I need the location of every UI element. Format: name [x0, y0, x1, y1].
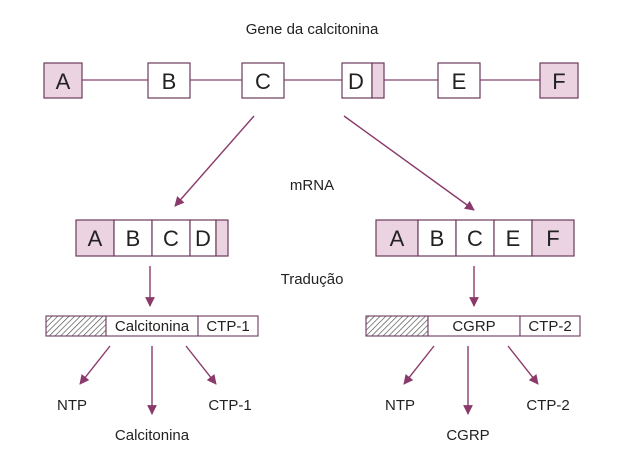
- mrna-left-exon-b: B: [126, 226, 141, 251]
- cleavage-arrow-right-ntp: [403, 345, 435, 385]
- gene-exon-a: A: [43, 62, 83, 99]
- gene-exon-c: C: [241, 62, 285, 99]
- mrna-right-exon-f: F: [546, 226, 559, 251]
- splice-arrow-right: [343, 115, 475, 211]
- gene-exon-c-label: C: [255, 69, 271, 94]
- product-left-calcitonina: Calcitonina: [115, 427, 190, 444]
- translation-label: Tradução: [281, 271, 344, 288]
- gene-exon-d-label: D: [348, 69, 364, 94]
- gene-exon-b: B: [147, 62, 191, 99]
- mrna-right-exon-b: B: [430, 226, 445, 251]
- product-left-ctp1: CTP-1: [208, 397, 251, 414]
- precursor-left-ctp1: CTP-1: [206, 318, 249, 335]
- gene-exon-b-label: B: [162, 69, 177, 94]
- precursor-left-calcitonina: Calcitonina: [115, 318, 190, 335]
- cleavage-arrow-left-ctp1: [185, 345, 217, 385]
- gene-title: Gene da calcitonina: [246, 21, 379, 38]
- splice-arrow-left: [174, 115, 255, 207]
- mrna-left-exon-a: A: [88, 226, 103, 251]
- mrna-right-exon-e: E: [506, 226, 521, 251]
- product-left-ntp: NTP: [57, 397, 87, 414]
- mrna-left-exon-c: C: [163, 226, 179, 251]
- mrna-left-exon-d: D: [195, 226, 211, 251]
- gene-exon-d: D: [341, 62, 385, 99]
- precursor-protein-left: Calcitonina CTP-1: [45, 315, 259, 337]
- product-right-ntp: NTP: [385, 397, 415, 414]
- gene-exon-e-label: E: [452, 69, 467, 94]
- gene-exon-f: F: [539, 62, 579, 99]
- product-right-cgrp: CGRP: [446, 427, 489, 444]
- cleavage-arrow-right-ctp2: [507, 345, 539, 385]
- product-right-ctp2: CTP-2: [526, 397, 569, 414]
- mrna-right-exon-a: A: [390, 226, 405, 251]
- gene-exon-a-label: A: [56, 69, 71, 94]
- precursor-right-cgrp: CGRP: [452, 318, 495, 335]
- mrna-label: mRNA: [290, 177, 334, 194]
- gene-exon-f-label: F: [552, 69, 565, 94]
- mrna-right-exon-c: C: [467, 226, 483, 251]
- mrna-right: A B C E F: [375, 219, 575, 257]
- precursor-right-ctp2: CTP-2: [528, 318, 571, 335]
- mrna-left: A B C D: [75, 219, 229, 257]
- cleavage-arrow-left-ntp: [79, 345, 111, 385]
- gene-exon-e: E: [437, 62, 481, 99]
- precursor-protein-right: CGRP CTP-2: [365, 315, 581, 337]
